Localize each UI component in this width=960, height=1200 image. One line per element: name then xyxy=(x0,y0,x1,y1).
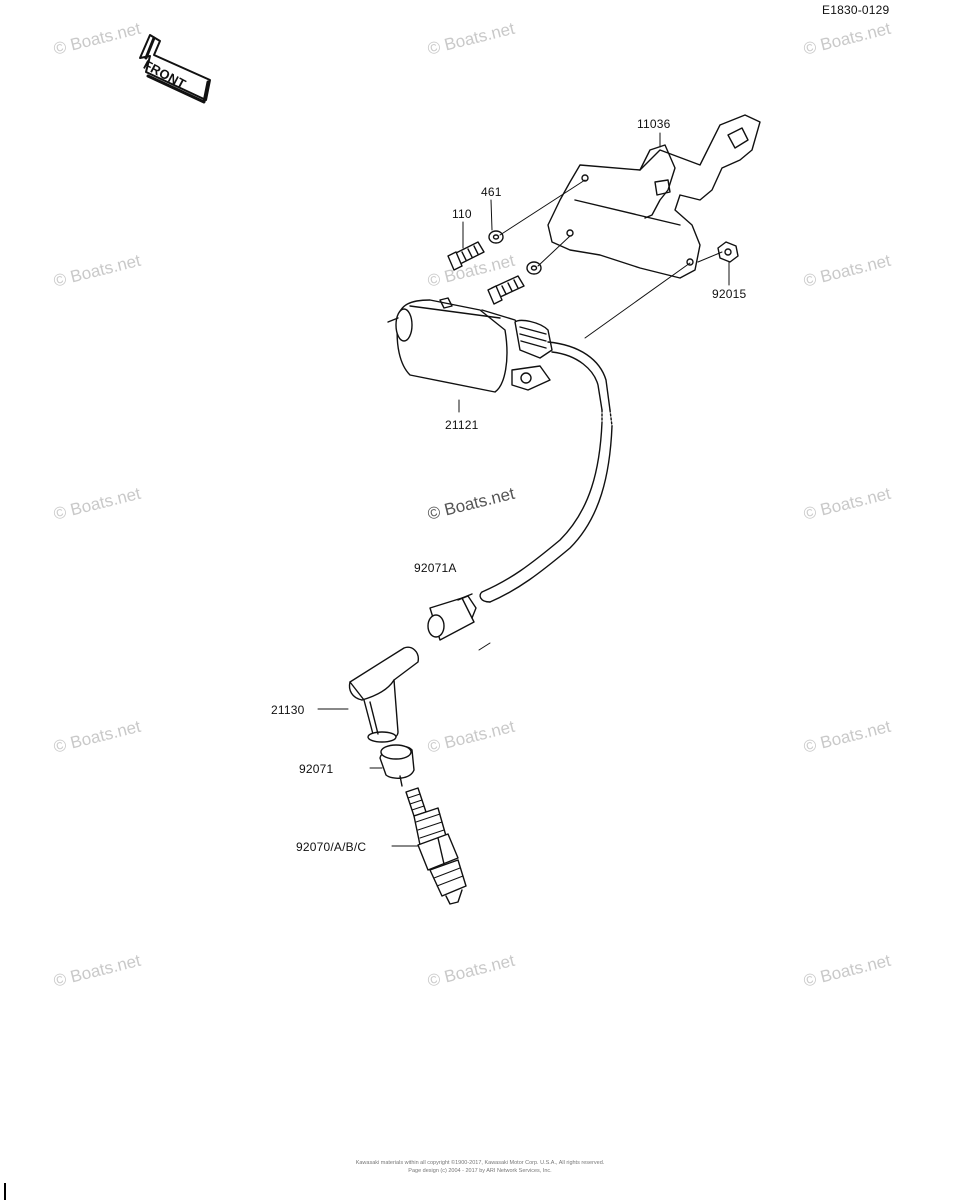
part-label-92015[interactable]: 92015 xyxy=(712,287,747,301)
part-label-92071A[interactable]: 92071A xyxy=(414,561,457,575)
part-label-110[interactable]: 110 xyxy=(452,207,472,221)
part-label-21130[interactable]: 21130 xyxy=(271,703,305,717)
part-label-92071[interactable]: 92071 xyxy=(299,762,334,776)
text-cursor xyxy=(4,1183,6,1200)
boot-92071 xyxy=(379,744,415,787)
diagram-code: E1830-0129 xyxy=(822,3,890,17)
ignition-coil-21121 xyxy=(387,297,553,393)
front-arrow-icon xyxy=(139,34,211,104)
part-label-21121[interactable]: 21121 xyxy=(445,418,479,432)
bolt-110-lower xyxy=(487,275,525,305)
ignition-lead xyxy=(479,341,613,603)
bolt-110 xyxy=(447,241,485,271)
copyright-line-2: Page design (c) 2004 - 2017 by ARI Netwo… xyxy=(408,1168,552,1174)
washer-461 xyxy=(488,230,504,244)
part-label-92070[interactable]: 92070/A/B/C xyxy=(296,840,367,854)
part-label-11036[interactable]: 11036 xyxy=(637,117,671,131)
part-label-461[interactable]: 461 xyxy=(481,185,502,199)
spark-plug-92070 xyxy=(405,787,467,905)
copyright-line-1: Kawasaki materials within all copyright … xyxy=(355,1160,605,1166)
bracket-11036 xyxy=(547,114,761,279)
plug-cap-21130 xyxy=(348,646,419,743)
washer-461-lower xyxy=(526,261,542,275)
nut-92015 xyxy=(717,241,739,263)
seal-92071A xyxy=(427,593,477,641)
